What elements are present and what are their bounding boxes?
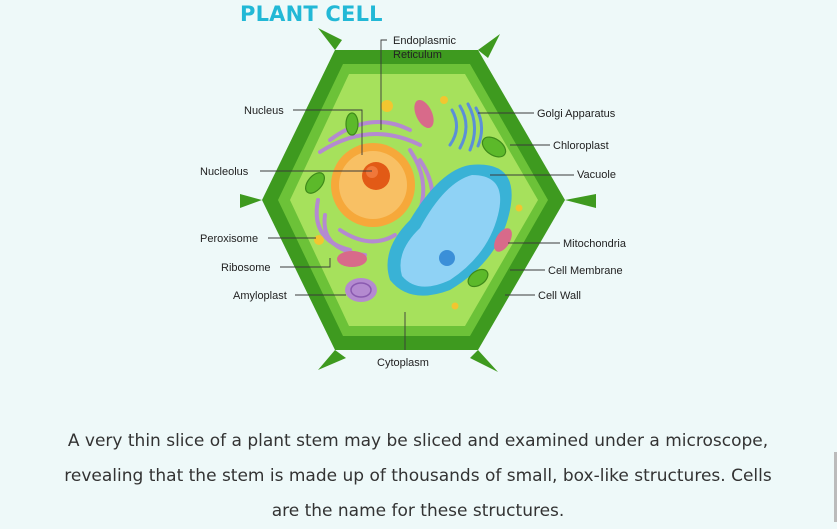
label-endoplasmic-2: Reticulum (393, 49, 442, 61)
label-cytoplasm: Cytoplasm (377, 357, 429, 369)
label-cell-wall: Cell Wall (538, 290, 581, 302)
caption-text: A very thin slice of a plant stem may be… (64, 431, 772, 521)
label-ribosome: Ribosome (221, 262, 271, 274)
label-amyloplast: Amyloplast (233, 290, 287, 302)
label-vacuole: Vacuole (577, 169, 616, 181)
label-peroxisome: Peroxisome (200, 233, 258, 245)
title: PLANT CELL (240, 2, 383, 26)
amyloplast (345, 278, 377, 302)
label-cell-membrane: Cell Membrane (548, 265, 623, 277)
label-golgi: Golgi Apparatus (537, 108, 616, 120)
chloroplasts (305, 112, 507, 288)
peroxisomes (314, 96, 523, 310)
leader-lines (260, 39, 574, 350)
label-mitochondria: Mitochondria (563, 238, 627, 250)
label-nucleus: Nucleus (244, 105, 284, 117)
mitochondria (337, 99, 512, 267)
golgi-apparatus (448, 102, 483, 152)
scrollbar[interactable] (834, 452, 837, 522)
cell-wall-extensions (240, 28, 596, 372)
label-endoplasmic-1: Endoplasmic (393, 35, 456, 47)
label-nucleolus: Nucleolus (200, 166, 249, 178)
label-chloroplast: Chloroplast (553, 140, 609, 152)
